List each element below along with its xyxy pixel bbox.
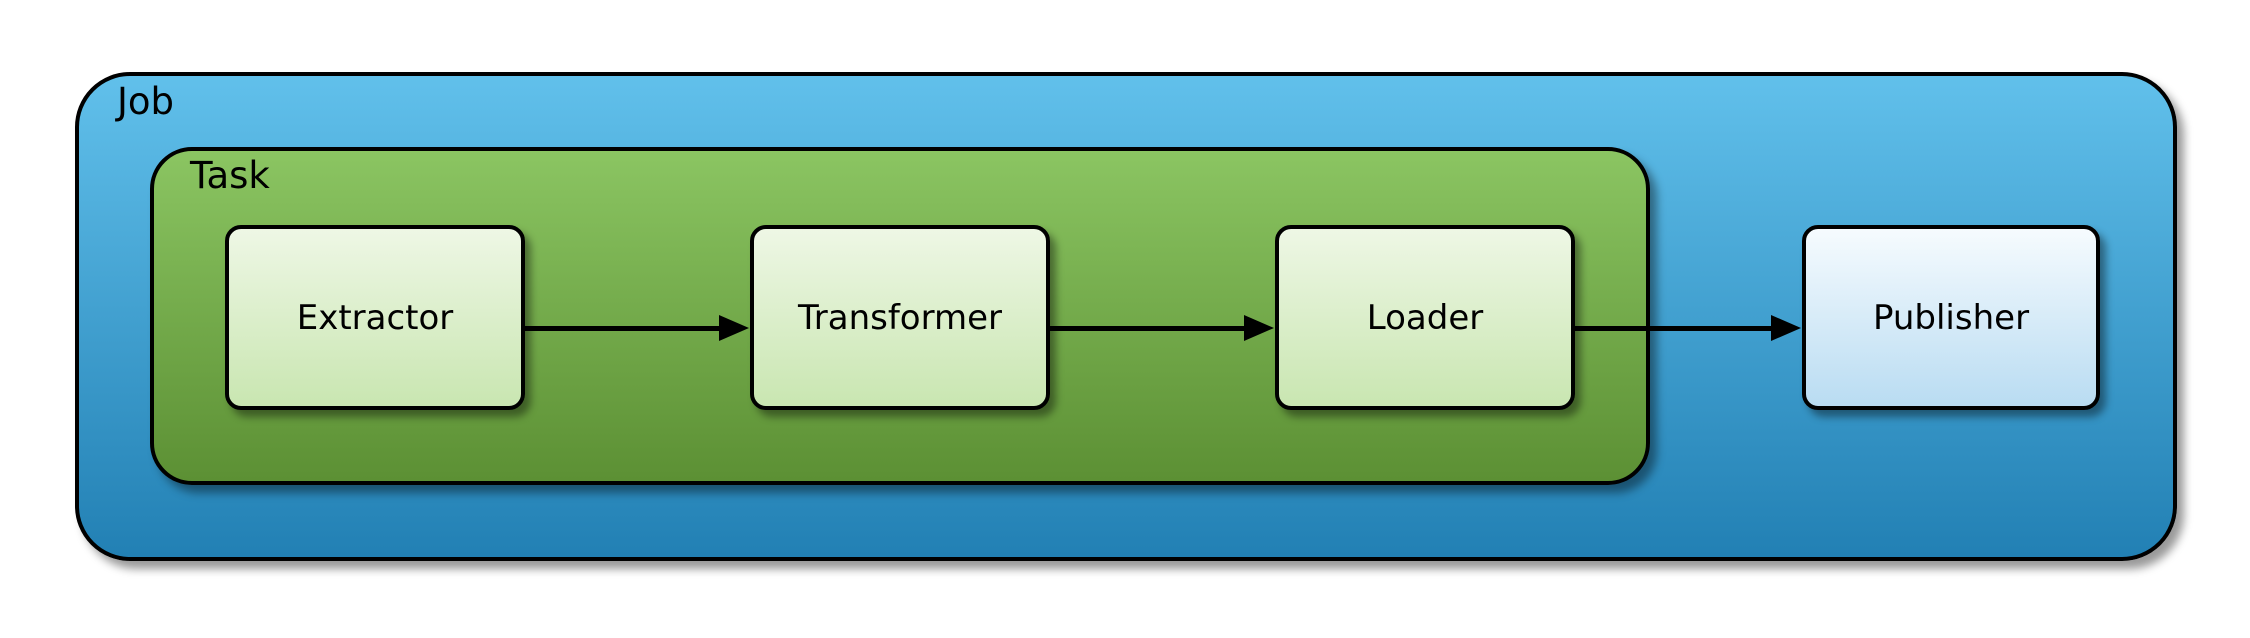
arrowhead-right-icon [1244, 315, 1274, 341]
node-extractor-label: Extractor [296, 297, 454, 338]
task-container-label: Task [190, 154, 270, 197]
edge-extractor-to-transformer [523, 315, 749, 342]
node-transformer-label: Transformer [797, 297, 1003, 338]
node-publisher: Publisher [1802, 225, 2100, 410]
node-loader-label: Loader [1366, 297, 1484, 338]
node-extractor: Extractor [225, 225, 525, 410]
node-transformer: Transformer [750, 225, 1050, 410]
edge-loader-to-publisher [1573, 315, 1801, 342]
job-container-label: Job [117, 80, 175, 123]
edge-line [1048, 326, 1246, 331]
node-publisher-label: Publisher [1872, 297, 2030, 338]
edge-line [1573, 326, 1773, 331]
edge-line [523, 326, 721, 331]
arrowhead-right-icon [1771, 315, 1801, 341]
arrowhead-right-icon [719, 315, 749, 341]
edge-transformer-to-loader [1048, 315, 1274, 342]
node-loader: Loader [1275, 225, 1575, 410]
